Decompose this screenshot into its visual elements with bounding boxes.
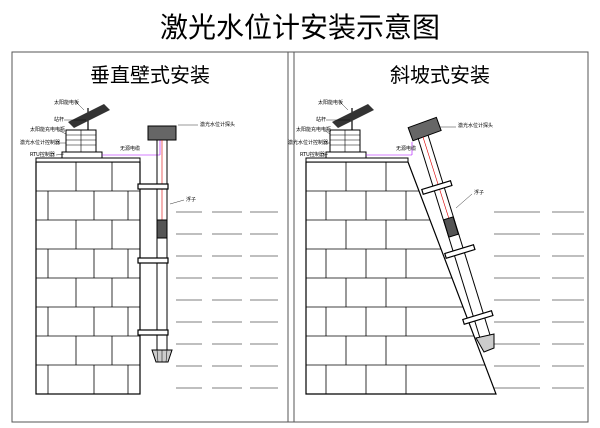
left-equipment — [35, 104, 161, 163]
right-label-charger: 太阳能充电电瓶 — [296, 126, 331, 133]
left-panel-title: 垂直壁式安装 — [90, 63, 210, 87]
right-wall — [305, 161, 497, 395]
left-labels: 太阳能电板 站杆 太阳能充电电瓶 激光水位计控制器 RTU控制器 无源电缆 激光… — [20, 99, 235, 205]
right-sensor-head — [407, 116, 442, 142]
diagram-title: 激光水位计安装示意图 — [159, 11, 440, 44]
right-label-cable: 无源电缆 — [396, 145, 416, 152]
left-panel-frame — [11, 51, 295, 423]
right-label-rtu: RTU控制器 — [300, 151, 325, 158]
left-sensor-head — [147, 125, 177, 141]
right-labels: 太阳能电板 站杆 太阳能充电电瓶 激光水位计控制器 RTU控制器 无源电缆 激光… — [288, 99, 493, 209]
right-label-pole: 站杆 — [316, 116, 326, 123]
right-panel-title: 斜坡式安装 — [390, 63, 490, 87]
right-water-level-marks — [494, 211, 584, 389]
right-label-solar-panel: 太阳能电板 — [318, 99, 343, 106]
left-label-charger: 太阳能充电电瓶 — [30, 126, 65, 133]
right-solar-panel — [332, 104, 374, 128]
right-label-float: 浮子 — [474, 189, 484, 196]
right-laser-beam — [422, 136, 451, 223]
right-equipment — [305, 104, 413, 163]
left-label-cable: 无源电缆 — [120, 145, 140, 152]
left-wall — [35, 161, 141, 395]
left-label-controller: 激光水位计控制器 — [20, 139, 60, 146]
left-water-level-marks — [176, 211, 278, 389]
left-label-sensor-head: 激光水位计探头 — [200, 121, 235, 128]
left-sensor-assembly — [137, 125, 177, 363]
right-label-controller: 激光水位计控制器 — [288, 139, 328, 146]
left-solar-panel — [68, 104, 110, 128]
left-label-float: 浮子 — [186, 196, 196, 203]
right-sensor-assembly — [407, 116, 495, 353]
left-label-solar-panel: 太阳能电板 — [54, 99, 79, 106]
left-float — [156, 219, 168, 239]
left-label-rtu: RTU控制器 — [30, 151, 55, 158]
right-float — [442, 216, 460, 238]
right-label-sensor-head: 激光水位计探头 — [458, 122, 493, 129]
left-label-pole: 站杆 — [54, 116, 64, 123]
